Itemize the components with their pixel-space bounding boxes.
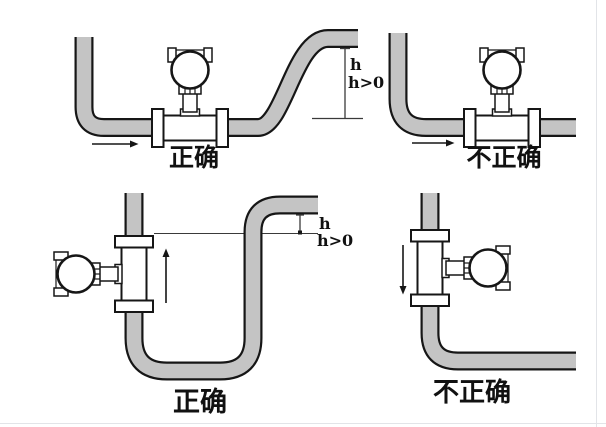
flow-arrow-right-icon [92,140,139,148]
dim-label-condition: h>0 [317,231,353,250]
arrow-head [399,286,407,295]
arrow-head [130,140,139,148]
verdict-label: 不正确 [433,377,511,407]
height-dimension: h h>0 [296,214,353,250]
height-dimension: h h>0 [312,47,384,120]
flowmeter-icon [150,46,230,149]
verdict-label: 正确 [173,386,227,417]
pipe-run [124,193,318,381]
flow-arrow-down-icon [399,245,407,295]
arrow-head [446,139,455,147]
dim-label-h: h [350,55,362,74]
flow-arrow-up-icon [162,248,170,303]
pipe-run [126,193,318,379]
flowmeter-icon [52,234,155,314]
flowmeter-icon [409,228,512,308]
dim-label-condition: h>0 [348,73,384,92]
panel-bottom-right-incorrect: 不正确 [399,193,576,407]
arrow-head [162,248,170,257]
dim-label-h: h [319,214,331,233]
panel-top-left-correct: h h>0 正确 [74,29,384,172]
pipe-run [76,31,358,135]
pipe-run [422,193,576,369]
panel-top-right-incorrect: 不正确 [388,33,576,172]
verdict-label: 不正确 [466,143,541,172]
dimension-end-dot [298,230,302,235]
flowmeter-icon [462,46,542,149]
flow-arrow-right-icon [412,139,455,147]
panel-bottom-left-correct: h h>0 正确 [52,193,353,417]
pipe-run [390,33,576,135]
verdict-label: 正确 [169,143,219,172]
